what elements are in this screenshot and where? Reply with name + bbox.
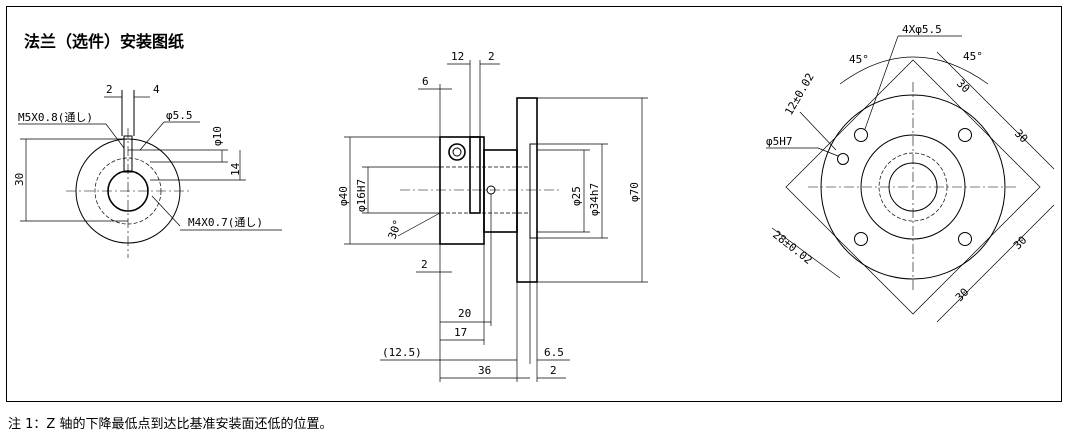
dim-30-d: 30 — [953, 286, 972, 305]
dim-6: 6 — [422, 75, 429, 88]
dim-36: 36 — [478, 364, 491, 377]
dim-4-left: 4 — [153, 83, 160, 96]
bolt-hole — [854, 128, 868, 142]
dim-12-tol: 12±0.02 — [782, 71, 816, 118]
dim-2-bottom: 2 — [421, 258, 428, 271]
dim-phi40: φ40 — [337, 186, 350, 206]
dim-4xphi5-5: 4Xφ5.5 — [902, 23, 942, 36]
dim-6-5: 6.5 — [544, 346, 564, 359]
collar-body — [439, 136, 485, 245]
dim-phi70: φ70 — [628, 182, 641, 202]
bolt-hole — [958, 232, 972, 246]
dim-45-left: 45° — [849, 53, 869, 66]
left-slot — [123, 135, 133, 173]
dim-30-left: 30 — [13, 173, 26, 186]
dim-2-last: 2 — [550, 364, 557, 377]
dim-30deg: 30° — [386, 218, 405, 241]
dim-phi34h7: φ34h7 — [588, 183, 601, 216]
middle-view: 12 2 6 φ40 φ16H7 30° φ25 φ34h7 φ70 2 — [337, 50, 648, 382]
dim-phi10: φ10 — [211, 126, 224, 146]
dim-12: 12 — [451, 50, 464, 63]
dim-28-tol: 28±0.02 — [770, 228, 815, 267]
dim-phi16h7: φ16H7 — [355, 179, 368, 212]
pin-hole — [837, 153, 849, 165]
dim-phi5h7: φ5H7 — [766, 135, 793, 148]
left-view: 2 4 M5X0.8(通し) φ5.5 φ10 14 30 M4X0.7(通し) — [13, 83, 282, 258]
dim-2-top: 2 — [488, 50, 495, 63]
dim-14: 14 — [229, 162, 242, 176]
dim-30-a: 30 — [954, 77, 973, 96]
bolt-hole — [958, 128, 972, 142]
dim-phi5-5-left: φ5.5 — [166, 109, 193, 122]
drawing-frame — [6, 6, 1062, 402]
dim-20: 20 — [458, 307, 471, 320]
dim-m4: M4X0.7(通し) — [188, 216, 263, 229]
footnote: 注 1：Z 轴的下降最低点到达比基准安装面还低的位置。 — [8, 417, 333, 432]
dim-45-right: 45° — [963, 50, 983, 63]
dim-m5: M5X0.8(通し) — [18, 111, 93, 124]
dim-17: 17 — [454, 326, 467, 339]
hub — [483, 149, 518, 233]
dim-12-5: (12.5) — [382, 346, 422, 359]
bolt-hole — [854, 232, 868, 246]
drawing-title: 法兰（选件）安装图纸 — [24, 32, 185, 51]
dim-30-c: 30 — [1011, 234, 1030, 253]
dim-phi25: φ25 — [570, 186, 583, 206]
right-view: 4Xφ5.5 45° 45° 12±0.02 φ5H7 30 30 30 30 … — [766, 23, 1055, 323]
dim-2-left: 2 — [106, 83, 113, 96]
